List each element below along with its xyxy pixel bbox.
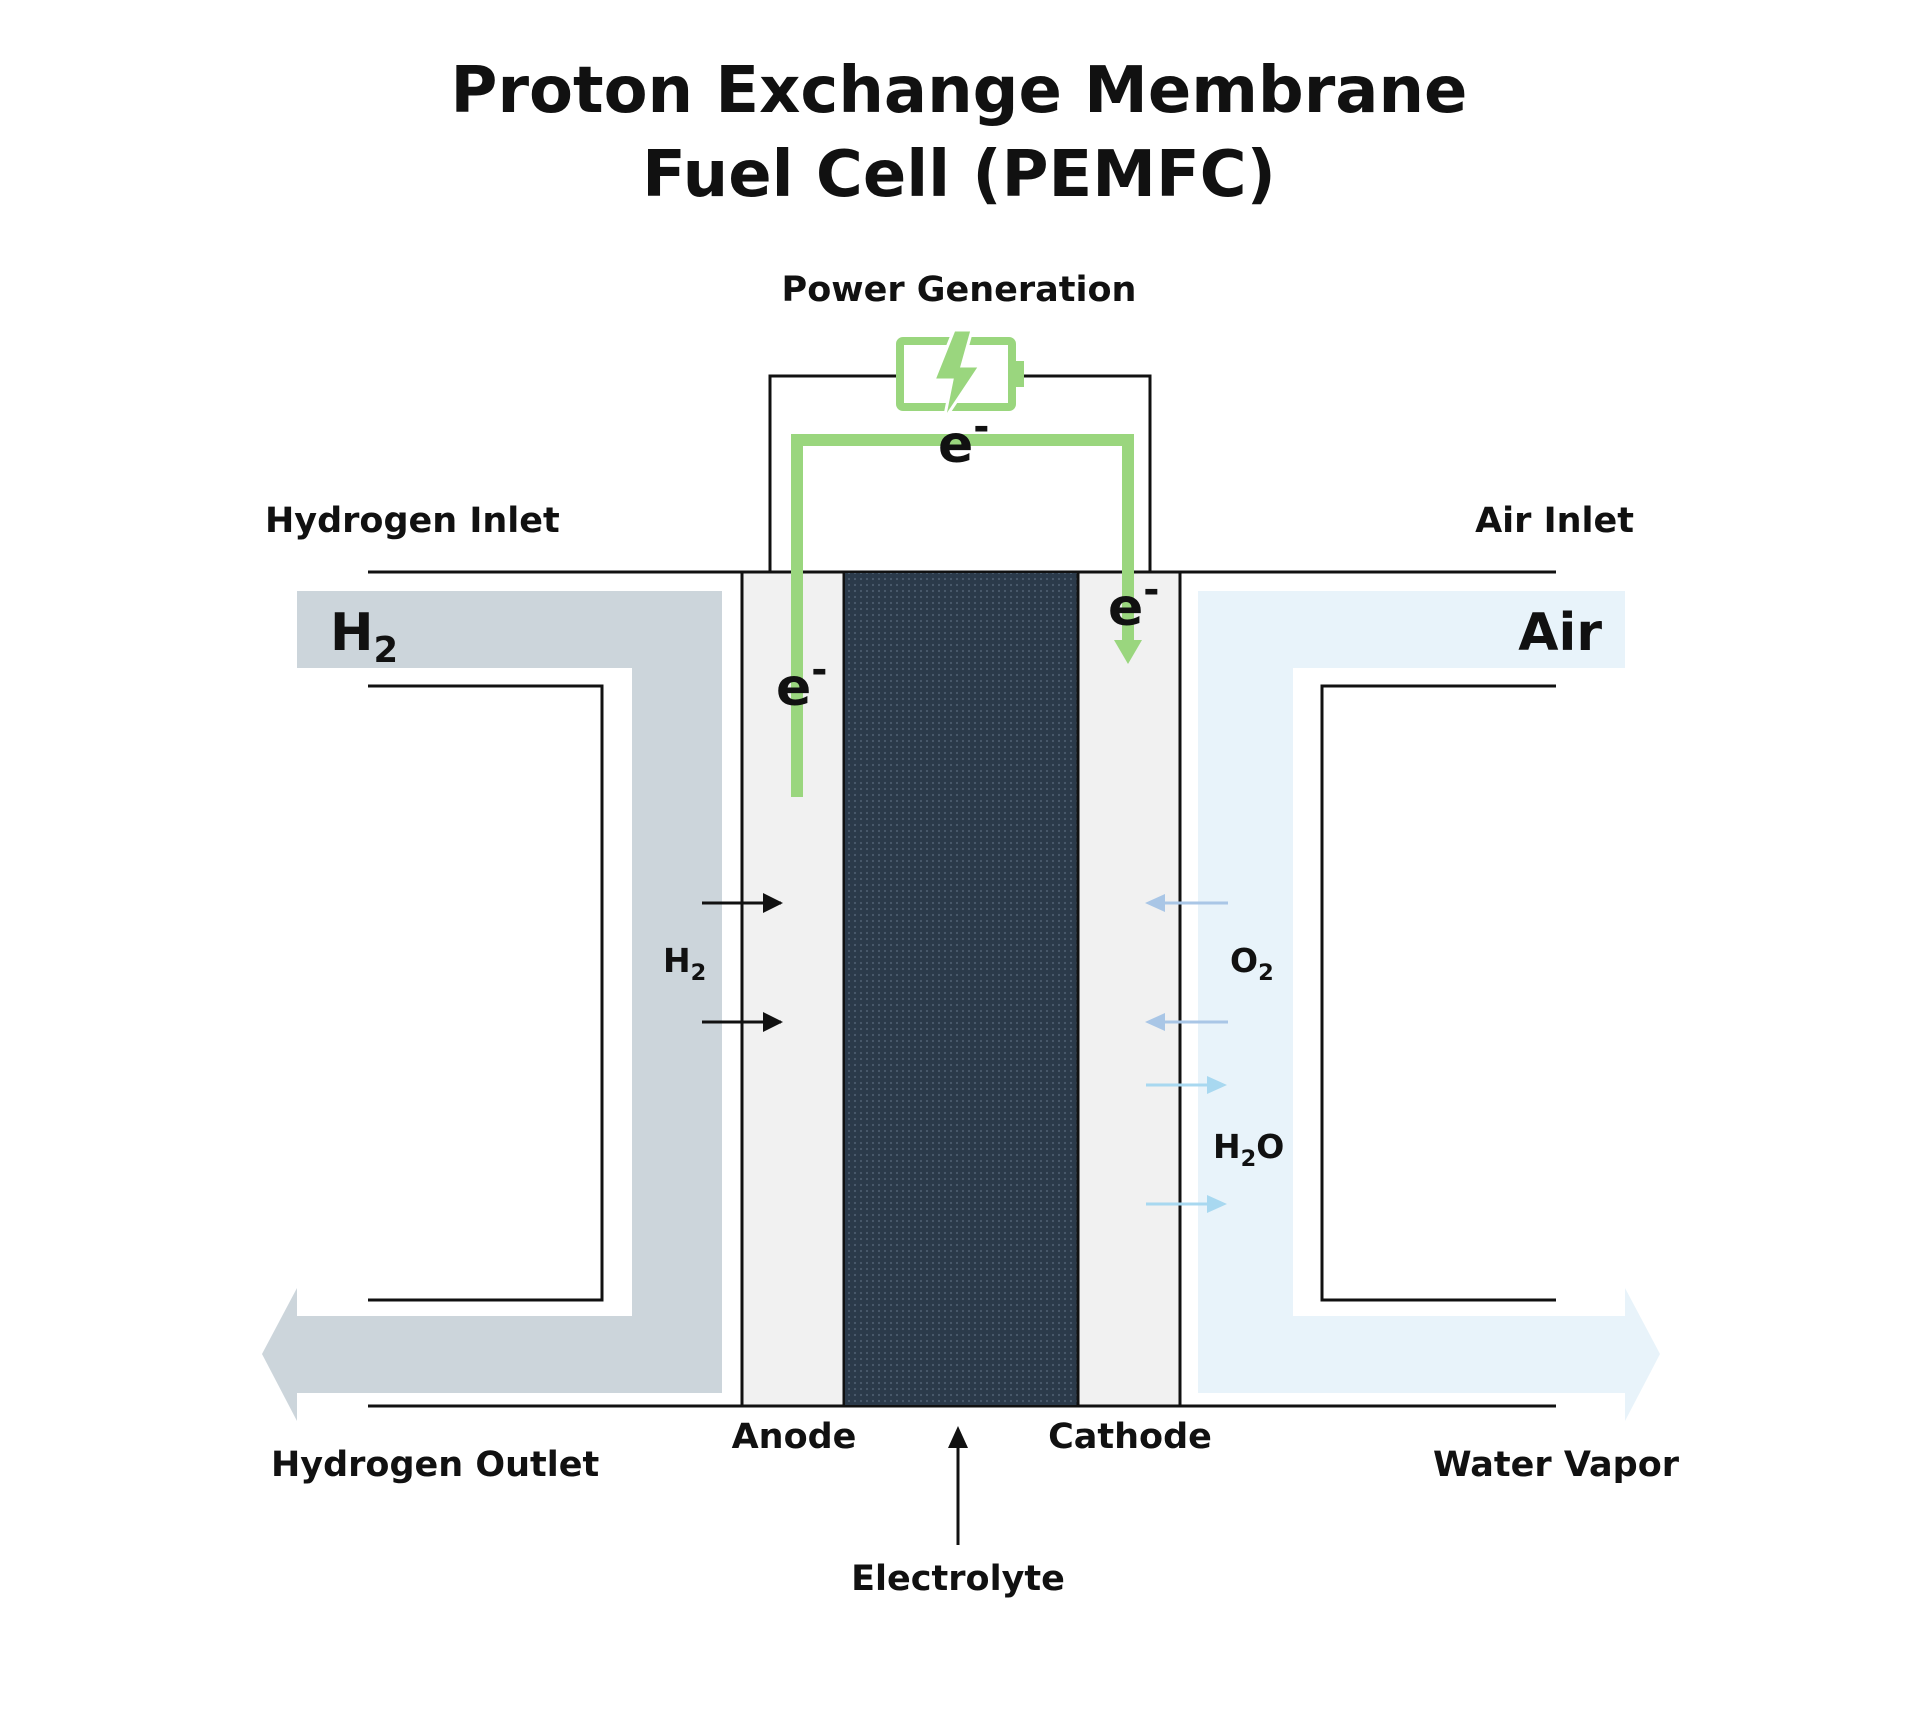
water-arrowhead-2 [1207, 1195, 1227, 1213]
hydrogen-outlet-arrowhead [262, 1288, 297, 1421]
oxygen-arrowhead-2 [1145, 1013, 1165, 1031]
water-product-label: H2O [1213, 1127, 1284, 1172]
title-line-1: Proton Exchange Membrane [451, 54, 1468, 128]
air-channel-top [1198, 591, 1625, 668]
water-vapor-arrowhead [1625, 1288, 1660, 1421]
hydrogen-arrowhead-1 [763, 893, 783, 913]
cathode-label: Cathode [1048, 1417, 1212, 1457]
hydrogen-channel-vertical [632, 668, 722, 1316]
air-channel-vertical [1198, 668, 1293, 1316]
hydrogen-channel [262, 591, 722, 1421]
water-product-arrows [1146, 1076, 1227, 1213]
hydrogen-inner-block [368, 684, 604, 1302]
hydrogen-channel-top [297, 591, 722, 668]
air-inner-block [1320, 684, 1556, 1302]
title-line-2: Fuel Cell (PEMFC) [642, 138, 1276, 212]
hydrogen-reactant-label: H2 [663, 941, 706, 986]
electron-label-cathode: e- [1108, 568, 1159, 638]
hydrogen-arrowhead-2 [763, 1012, 783, 1032]
cathode-electrode [1076, 570, 1182, 1408]
electron-label-anode: e- [776, 648, 827, 718]
electrolyte-membrane [843, 571, 1079, 1407]
electrolyte-pointer-arrowhead [948, 1426, 968, 1448]
electron-path-arrowhead [1114, 640, 1142, 664]
power-generation-label: Power Generation [782, 270, 1137, 310]
hydrogen-outlet-label: Hydrogen Outlet [271, 1445, 599, 1485]
hydrogen-reactant-arrows [702, 893, 783, 1032]
electron-path [791, 434, 1134, 797]
hydrogen-channel-bottom [297, 1316, 722, 1393]
anode-label: Anode [732, 1417, 857, 1457]
oxygen-reactant-label: O2 [1230, 941, 1274, 986]
air-channel-bottom [1198, 1316, 1625, 1393]
oxygen-reactant-arrows [1145, 894, 1228, 1031]
air-channel [1198, 591, 1660, 1421]
water-vapor-label: Water Vapor [1433, 1445, 1680, 1485]
hydrogen-inlet-label: Hydrogen Inlet [265, 501, 560, 541]
hydrogen-channel-label: H2 [330, 603, 398, 671]
electrolyte-label: Electrolyte [851, 1559, 1065, 1599]
oxygen-arrowhead-1 [1145, 894, 1165, 912]
electron-label-top: e- [938, 405, 989, 475]
battery-charging-icon [896, 328, 1024, 421]
water-arrowhead-1 [1207, 1076, 1227, 1094]
air-inlet-label: Air Inlet [1475, 501, 1634, 541]
air-channel-label: Air [1518, 603, 1602, 663]
